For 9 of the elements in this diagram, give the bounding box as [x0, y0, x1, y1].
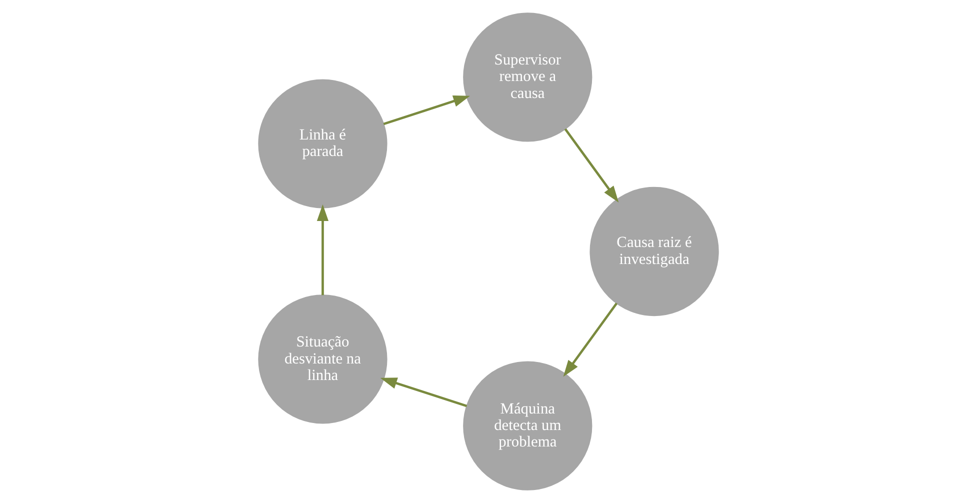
node-circle: Máquina detecta um problema — [463, 361, 592, 490]
arrow — [380, 378, 468, 408]
node-circle: Supervisor remove a causa — [463, 12, 592, 142]
node-circle: Linha é parada — [258, 79, 388, 208]
node-circle: Situação desviante na linha — [258, 294, 388, 424]
arrow — [383, 96, 470, 126]
arrow — [563, 302, 618, 377]
arrow — [564, 128, 619, 202]
arrow — [316, 204, 329, 296]
